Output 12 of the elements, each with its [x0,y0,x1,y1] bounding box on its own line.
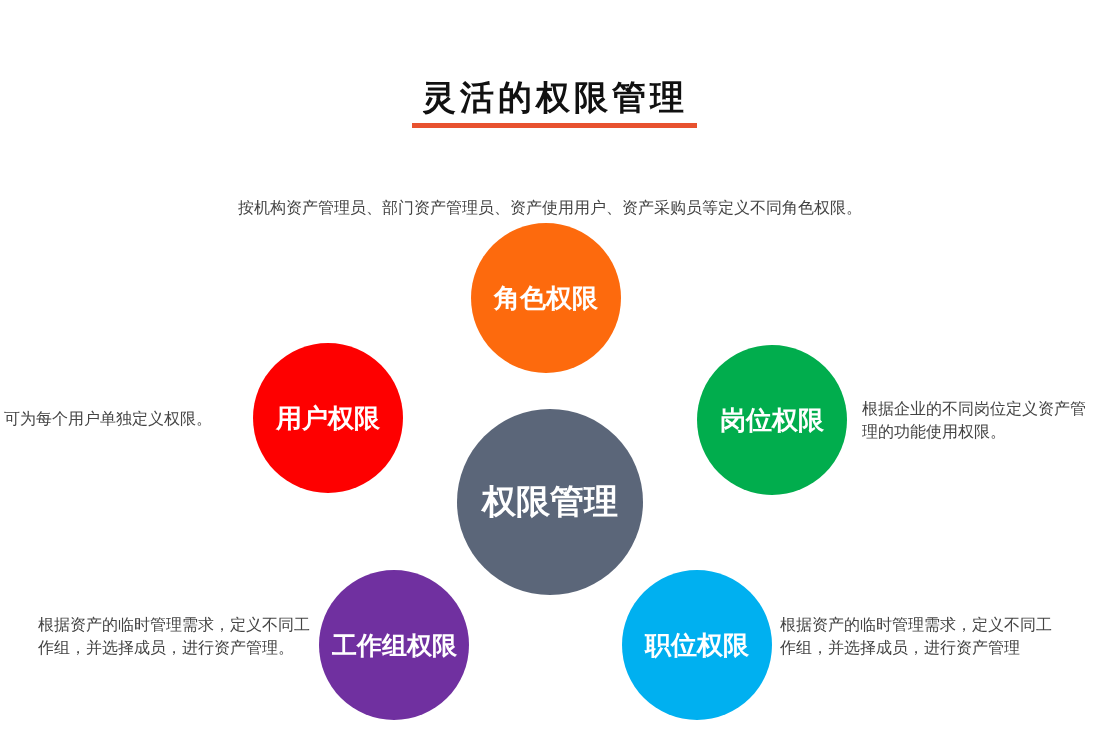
title-text: 灵活的权限管理 [420,76,689,119]
description-text: 根据资产的临时管理需求，定义不同工作组，并选择成员，进行资产管理。 [38,614,310,659]
node-label: 权限管理 [482,480,618,523]
description-text: 根据企业的不同岗位定义资产管理的功能使用权限。 [862,398,1087,443]
description-text: 可为每个用户单独定义权限。 [4,408,213,430]
description-text: 根据资产的临时管理需求，定义不同工作组，并选择成员，进行资产管理 [780,614,1052,659]
node-label: 岗位权限 [720,403,824,437]
node-label: 工作组权限 [331,629,457,662]
node-label: 职位权限 [645,628,749,662]
node-label: 角色权限 [494,281,598,315]
description-text: 按机构资产管理员、部门资产管理员、资产使用用户、资产采购员等定义不同角色权限。 [237,197,863,219]
node-label: 用户权限 [276,401,380,435]
